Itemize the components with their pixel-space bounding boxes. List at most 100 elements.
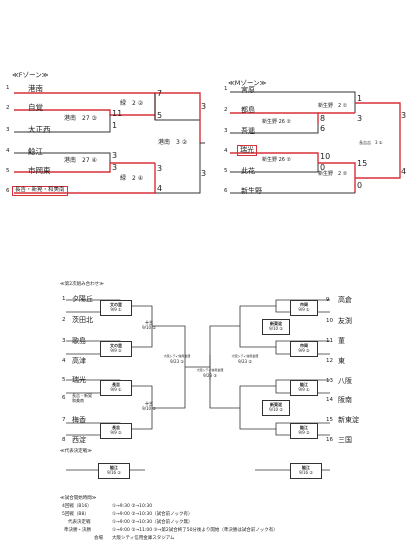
match-box-l3: 長吉 9/9 ① [100, 380, 132, 396]
match-venue: 新東淀 [270, 321, 282, 326]
right-seed-14: 14 [326, 397, 333, 403]
rep-venue: 鯰江 [110, 465, 118, 470]
match-venue: 大阪シティ信用金庫 [196, 368, 224, 372]
right-seed-10: 10 [326, 318, 333, 324]
f-team-4: 鯰江 [28, 147, 43, 156]
rep-venue: 鯰江 [302, 465, 310, 470]
match-venue: 十三 [145, 320, 153, 325]
left-seed-2: 2 [62, 317, 66, 323]
left-seed-1: 1 [62, 296, 66, 302]
f-r1b-top: 11 [112, 109, 123, 118]
f-seed-3: 3 [6, 127, 10, 133]
match-box-rq2: 新東淀 9/10 ② [262, 400, 290, 416]
m-zone-title: ≪Mゾーン≫ [228, 79, 267, 87]
right-seed-12: 12 [326, 358, 333, 364]
match-date: 9/9 ② [110, 348, 122, 354]
match-venue: 長吉 [112, 382, 120, 387]
f-team-3: 大正西 [28, 125, 51, 134]
left-seed-5: 5 [62, 377, 66, 383]
match-venue: 文の里 [110, 302, 122, 307]
match-date: 9/10 ② [142, 406, 156, 412]
right-team-9: 高倉 [338, 296, 352, 304]
m-seed-4: 4 [224, 148, 228, 154]
m-seed-2: 2 [224, 107, 228, 113]
left-team-8: 西淀 [72, 436, 86, 444]
match-venue: 市岡 [300, 343, 308, 348]
f-seed-2: 2 [6, 105, 10, 111]
match-date: 9/9 ② [298, 348, 310, 354]
match-box-rq1: 新東淀 9/10 ① [262, 319, 290, 335]
f-final-top: 3 [201, 102, 207, 111]
f-team-2: 自覚 [28, 103, 43, 112]
m-r1b-bot: 6 [320, 124, 326, 133]
match-date: 9/10 ① [269, 326, 283, 332]
f-seed-6: 6 [6, 188, 10, 194]
m-r1a-bot: 3 [357, 114, 363, 123]
match-venue: 大阪シティ信用金庫 [231, 354, 259, 358]
right-seed-11: 11 [326, 338, 333, 344]
m-seed-6: 6 [224, 188, 228, 194]
match-box-final: 大阪シティ信用金庫 9/23 ③ [190, 368, 230, 382]
m-r1d-bot: 0 [357, 181, 363, 190]
rep-box-left: 鯰江 9/16 ① [98, 463, 130, 479]
m-r1c-bot: 0 [320, 163, 326, 172]
m-r1a-top: 1 [357, 94, 363, 103]
m-r1c-label: 新生野 26 ② [262, 157, 292, 163]
right-team-16: 三国 [338, 436, 352, 444]
f-r1c-label: 港南 27 ④ [64, 157, 97, 164]
match-venue: 文の里 [110, 343, 122, 348]
right-seed-9: 9 [326, 297, 330, 303]
left-team-6: 長吉・新晃 和美南 [72, 393, 92, 404]
times-row-5-text: 大阪シティ信用金庫スタジアム [112, 536, 175, 541]
m-team-1: 宮原 [241, 86, 255, 94]
times-row-4-label: 準決勝・決勝 [64, 528, 91, 533]
m-seed-5: 5 [224, 168, 228, 174]
match-box-l4: 長吉 9/9 ② [100, 423, 132, 439]
m-seed-3: 3 [224, 128, 228, 134]
match-box-l1: 文の里 9/9 ① [100, 300, 132, 316]
f-zone-title: ≪Fゾーン≫ [12, 71, 49, 79]
f-team-6: 長吉・新晃・和美南 [12, 186, 68, 196]
f-final-label: 港南 3 ② [158, 139, 188, 146]
times-row-4-text: ①→9:00 ②→11:00 ③→第2試合終了50分後より開始（準決勝は試合前ノ… [112, 528, 278, 533]
rep-date: 9/16 ② [299, 470, 313, 476]
match-venue: 十三 [145, 401, 153, 406]
match-date: 9/9 ① [110, 387, 122, 393]
match-venue: 新東淀 [270, 402, 282, 407]
f-r1c-bot: 3 [112, 163, 118, 172]
match-date: 9/10 ① [142, 325, 156, 331]
match-venue: 長吉 [112, 425, 120, 430]
left-seed-3: 3 [62, 338, 66, 344]
left-team-2: 茨田北 [72, 316, 93, 324]
right-team-13: 八阪 [338, 377, 352, 385]
m-r1d-top: 15 [357, 159, 368, 168]
f-final-bot: 3 [201, 169, 207, 178]
match-box-r2: 市岡 9/9 ② [290, 341, 318, 357]
match-box-r1: 市岡 9/9 ① [290, 300, 318, 316]
times-row-1-text: ①→9:30 ②→10:30 [112, 504, 153, 509]
times-row-5-label: 会場 [94, 536, 103, 541]
f-team-1: 港南 [28, 84, 43, 93]
m-final-label: 長吉吉 3 ① [359, 140, 383, 145]
m-final-top: 3 [401, 111, 407, 120]
left-team-7: 梅香 [72, 416, 86, 424]
f-r1b-label: 港南 27 ③ [64, 115, 97, 122]
second-title: ≪第2次組み合わせ≫ [60, 282, 104, 287]
m-team-2: 都島 [241, 106, 255, 114]
right-seed-13: 13 [326, 378, 333, 384]
match-date: 9/23 ① [170, 358, 184, 364]
match-box-rsemi: 大阪シティ信用金庫 9/23 ② [226, 354, 264, 368]
right-team-14: 阪南 [338, 396, 352, 404]
f-r1b-bot: 1 [112, 121, 118, 130]
m-r1b-top: 8 [320, 114, 326, 123]
match-box-lq1: 十三 9/10 ① [134, 319, 164, 333]
left-team-5: 瑞光 [72, 376, 86, 384]
match-box-r4: 鯰江 9/9 ② [290, 423, 318, 439]
match-date: 9/10 ② [269, 407, 283, 413]
f-r1c-top: 3 [112, 151, 118, 160]
f-r1a-top: 7 [157, 89, 163, 98]
left-seed-7: 7 [62, 417, 66, 423]
rep-date: 9/16 ① [107, 470, 121, 476]
f-r1d-top: 3 [157, 164, 163, 173]
